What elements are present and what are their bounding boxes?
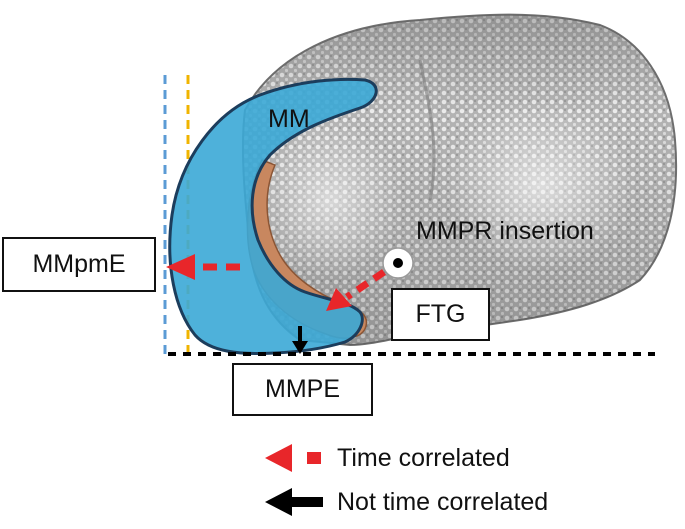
not-time-correlated-arrow-icon	[265, 488, 323, 516]
medial-meniscus	[168, 77, 378, 356]
legend-not-time-correlated: Not time correlated	[337, 488, 549, 516]
ftg-label-box: FTG	[391, 288, 490, 341]
time-correlated-arrow-icon	[265, 444, 321, 472]
mmpme-label-box: MMpmE	[2, 237, 156, 292]
mmpe-not-time-correlated-arrow	[292, 326, 308, 354]
mmpe-label-box: MMPE	[232, 363, 373, 416]
legend-time-correlated: Time correlated	[337, 444, 510, 472]
mmpr-insertion-marker-icon	[382, 247, 414, 279]
mmpme-time-correlated-arrow	[166, 254, 240, 280]
mmpr-insertion-label: MMPR insertion	[416, 217, 594, 245]
ftg-time-correlated-arrow	[326, 269, 386, 311]
mm-label: MM	[268, 105, 310, 133]
